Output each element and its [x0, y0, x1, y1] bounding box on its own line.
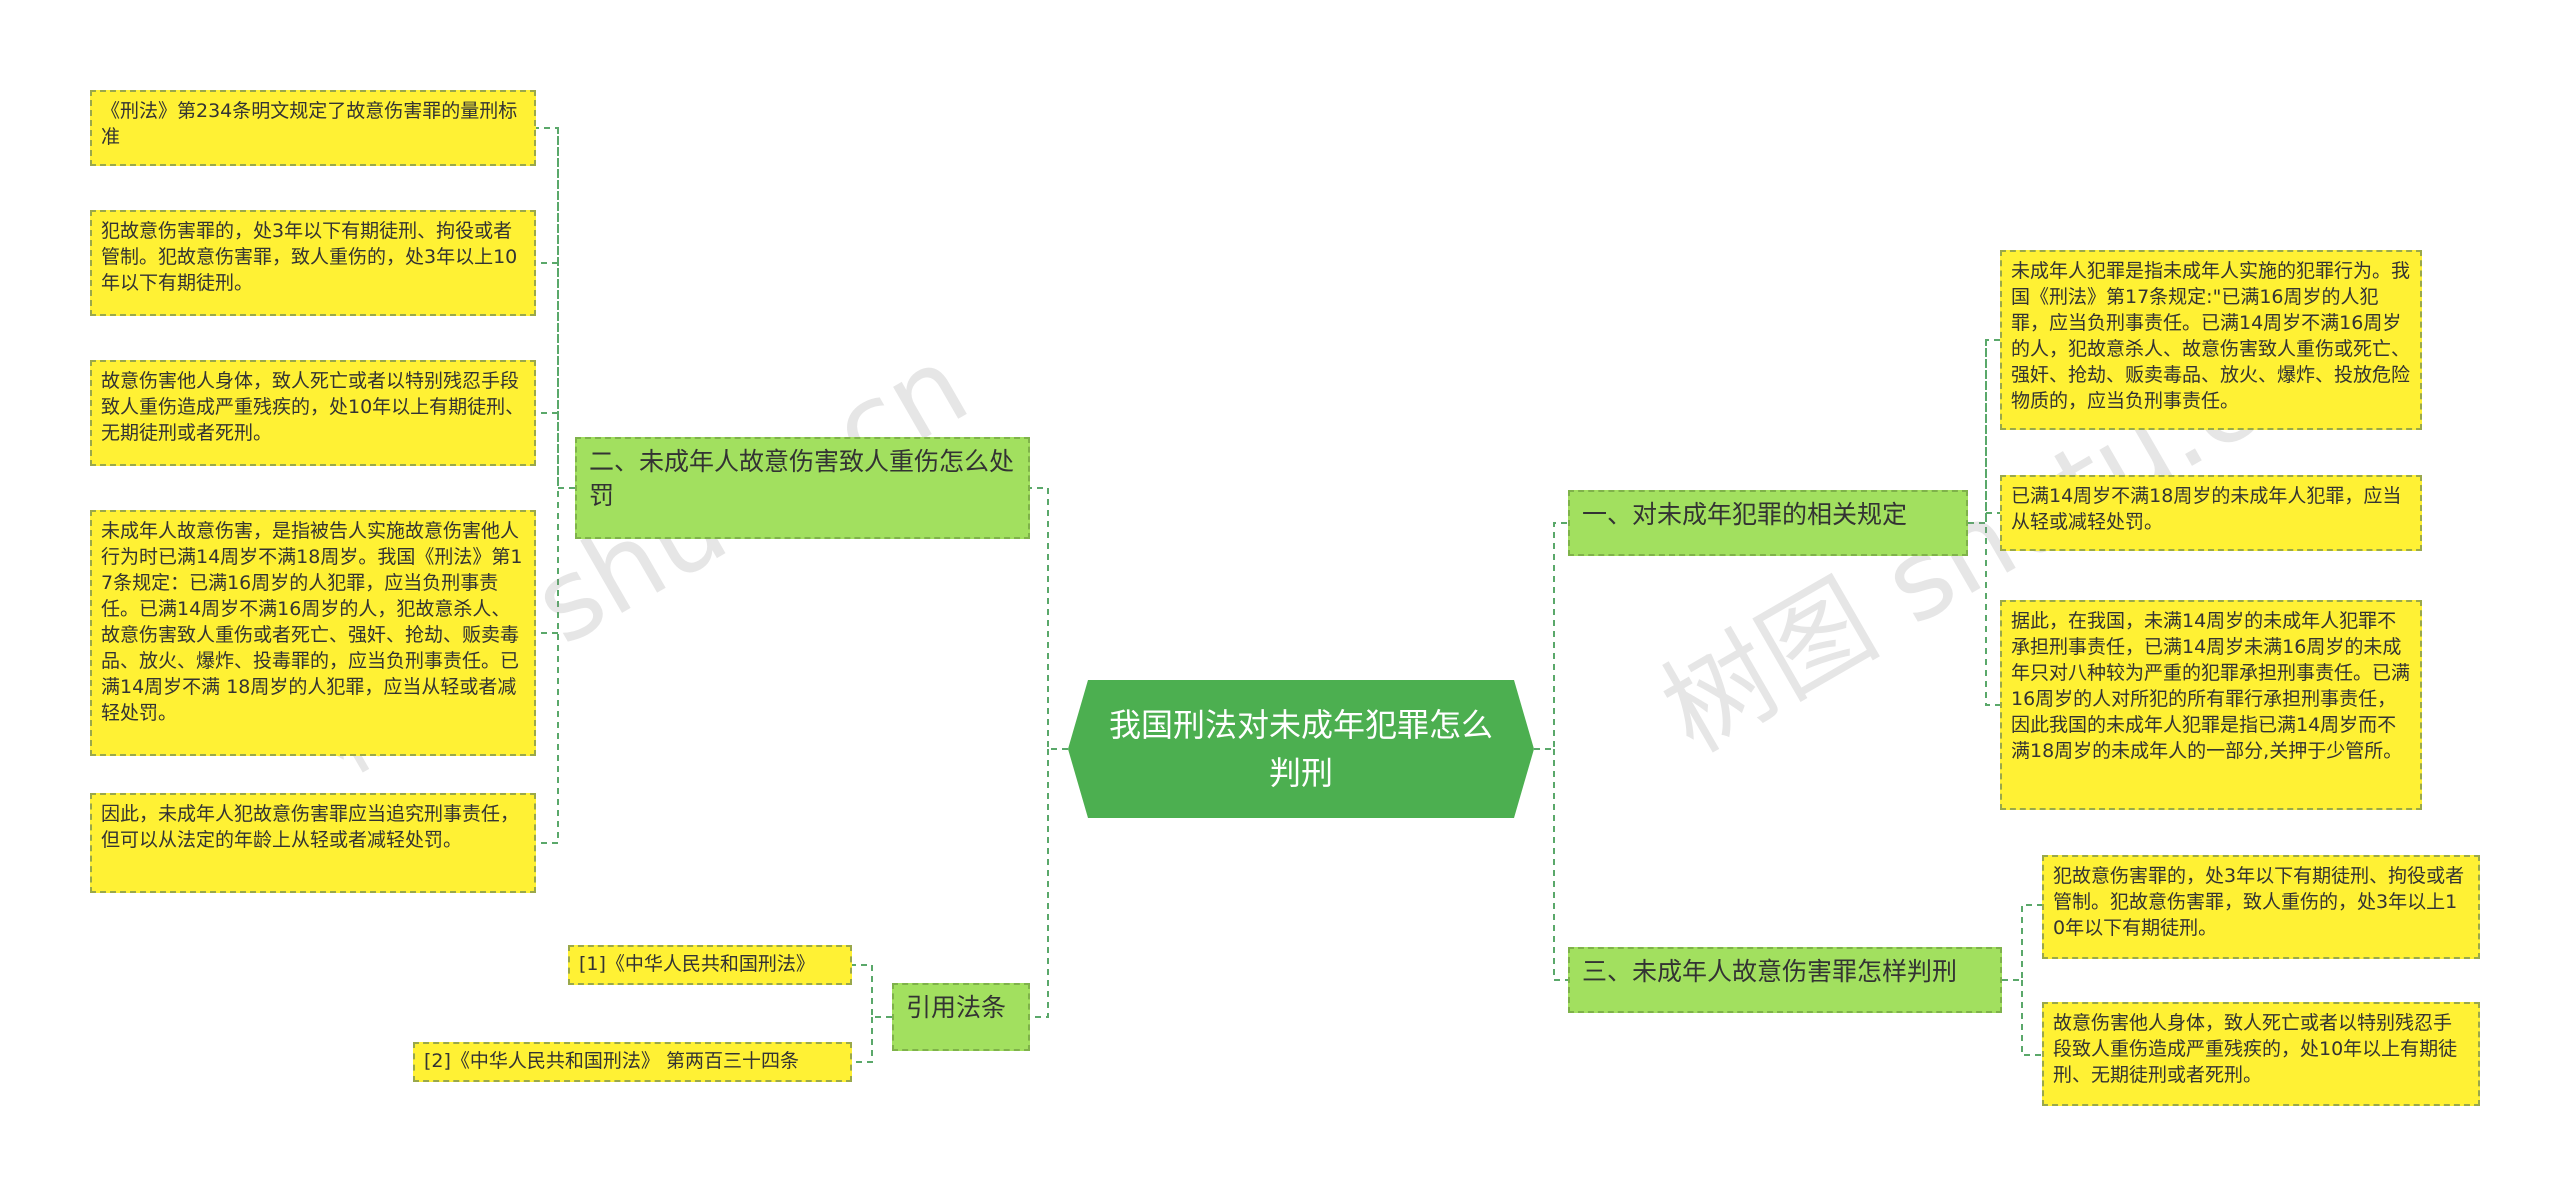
leaf-minor-crime-definition[interactable]: 未成年人犯罪是指未成年人实施的犯罪行为。我国《刑法》第17条规定:"已满16周岁…: [2000, 250, 2422, 430]
link-branch3-leaves: [2002, 904, 2042, 1056]
leaf-severe-injury-right[interactable]: 故意伤害他人身体，致人死亡或者以特别残忍手段致人重伤造成严重残疾的，处10年以上…: [2042, 1002, 2480, 1106]
link-root-branch3: [1553, 749, 1568, 981]
root-label: 我国刑法对未成年犯罪怎么判刑: [1108, 706, 1493, 792]
leaf-lenient-punishment[interactable]: 已满14周岁不满18周岁的未成年人犯罪，应当从轻或减轻处罚。: [2000, 475, 2422, 551]
branch-minor-crime-rules[interactable]: 一、对未成年犯罪的相关规定: [1568, 490, 1968, 556]
leaf-severe-injury[interactable]: 故意伤害他人身体，致人死亡或者以特别残忍手段致人重伤造成严重残疾的，处10年以上…: [90, 360, 536, 466]
leaf-article-234[interactable]: 《刑法》第234条明文规定了故意伤害罪的量刑标准: [90, 90, 536, 166]
leaf-injury-sentence[interactable]: 犯故意伤害罪的，处3年以下有期徒刑、拘役或者管制。犯故意伤害罪，致人重伤的，处3…: [90, 210, 536, 316]
link-branch2-leaves: [536, 127, 575, 844]
citation-article-234[interactable]: [2]《中华人民共和国刑法》 第两百三十四条: [413, 1042, 852, 1082]
link-root-citations: [1030, 749, 1049, 1018]
root-node[interactable]: 我国刑法对未成年犯罪怎么判刑: [1068, 680, 1534, 818]
leaf-conclusion[interactable]: 因此，未成年人犯故意伤害罪应当追究刑事责任，但可以从法定的年龄上从轻或者减轻处罚…: [90, 793, 536, 893]
leaf-juvenile-detention[interactable]: 据此，在我国，未满14周岁的未成年人犯罪不承担刑事责任，已满14周岁未满16周岁…: [2000, 600, 2422, 810]
leaf-injury-sentence-right[interactable]: 犯故意伤害罪的，处3年以下有期徒刑、拘役或者管制。犯故意伤害罪，致人重伤的，处3…: [2042, 855, 2480, 959]
link-root-branch2: [1030, 487, 1068, 750]
link-branch1-leaves: [1968, 339, 2000, 706]
root-shape: [1068, 680, 1534, 818]
link-root-branch1: [1534, 522, 1568, 750]
branch-injury-sentencing[interactable]: 三、未成年人故意伤害罪怎样判刑: [1568, 947, 2002, 1013]
leaf-minor-injury-definition[interactable]: 未成年人故意伤害，是指被告人实施故意伤害他人行为时已满14周岁不满18周岁。我国…: [90, 510, 536, 756]
branch-citations[interactable]: 引用法条: [892, 983, 1030, 1051]
citation-criminal-law[interactable]: [1]《中华人民共和国刑法》: [568, 945, 852, 985]
link-citations-leaves: [852, 964, 892, 1063]
branch-injury-punishment[interactable]: 二、未成年人故意伤害致人重伤怎么处罚: [575, 437, 1030, 539]
